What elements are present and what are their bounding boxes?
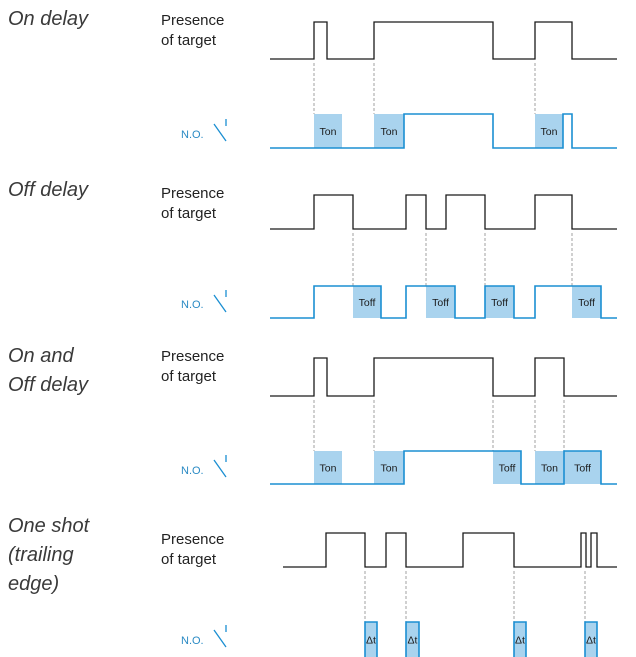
output-waveform: [270, 285, 617, 319]
switch-icon: [213, 625, 227, 648]
timer-box: [365, 622, 377, 657]
timer-box: [426, 286, 455, 318]
timer-box-label: Ton: [381, 126, 398, 138]
presence-label-line2: of target: [161, 368, 217, 385]
timer-box: [572, 286, 601, 318]
timer-box-label: Δt: [366, 635, 376, 647]
output-waveform: [270, 450, 617, 485]
mode-title-line: On delay: [8, 8, 89, 30]
presence-label-line2: of target: [161, 205, 217, 222]
output-pulse: [584, 621, 598, 657]
mode-title-line: Off delay: [8, 179, 89, 201]
switch-icon: [213, 119, 227, 142]
timer-box-label: Ton: [381, 463, 398, 475]
timer-box-label: Toff: [491, 297, 508, 309]
timer-box-label: Ton: [320, 463, 337, 475]
timer-box-label: Toff: [574, 463, 591, 475]
timer-box-label: Ton: [320, 126, 337, 138]
presence-label: Presence: [161, 185, 224, 202]
timer-box-label: Toff: [578, 297, 595, 309]
no-contact-label: N.O.: [181, 465, 204, 477]
presence-label-line2: of target: [161, 551, 217, 568]
mode-title-line: edge): [8, 573, 59, 595]
timer-box-label: Δt: [408, 635, 418, 647]
target-presence-waveform: [270, 21, 617, 60]
timer-box: [314, 114, 342, 148]
timer-box: [374, 451, 404, 484]
timer-box-label: Δt: [586, 635, 596, 647]
timer-box: [314, 451, 342, 484]
no-contact-label: N.O.: [181, 129, 204, 141]
timer-box: [374, 114, 404, 148]
timer-box: [493, 451, 521, 484]
timer-box: [535, 114, 563, 148]
panel-one-shot: One shot (trailing edge) Presence of targetN…: [8, 515, 617, 657]
timer-box-label: Δt: [515, 635, 525, 647]
timer-box-label: Toff: [499, 463, 516, 475]
presence-label: Presence: [161, 12, 224, 29]
target-presence-waveform: [270, 357, 617, 397]
timer-box: [353, 286, 381, 318]
output-waveform: [270, 113, 617, 149]
no-contact-label: N.O.: [181, 299, 204, 311]
timer-box: [514, 622, 526, 657]
timer-box: [585, 622, 597, 657]
timer-box: [564, 451, 601, 484]
timer-box-label: Toff: [432, 297, 449, 309]
no-contact-label: N.O.: [181, 635, 204, 647]
timer-box: [406, 622, 419, 657]
mode-title-line: (trailing: [8, 544, 74, 566]
output-pulse: [405, 621, 420, 657]
output-pulse: [513, 621, 527, 657]
mode-title-line: Off delay: [8, 374, 89, 396]
presence-label: Presence: [161, 348, 224, 365]
switch-icon: [213, 290, 227, 313]
mode-title-line: One shot: [8, 515, 91, 537]
target-presence-waveform: [283, 532, 617, 568]
output-pulse: [364, 621, 378, 657]
target-presence-waveform: [270, 194, 617, 230]
timer-box: [535, 451, 564, 484]
presence-label: Presence: [161, 531, 224, 548]
timer-box-label: Ton: [541, 126, 558, 138]
switch-icon: [213, 455, 227, 478]
presence-label-line2: of target: [161, 32, 217, 49]
timer-box: [485, 286, 514, 318]
timer-box-label: Ton: [541, 463, 558, 475]
timer-box-label: Toff: [359, 297, 376, 309]
mode-title-line: On and: [8, 345, 74, 367]
